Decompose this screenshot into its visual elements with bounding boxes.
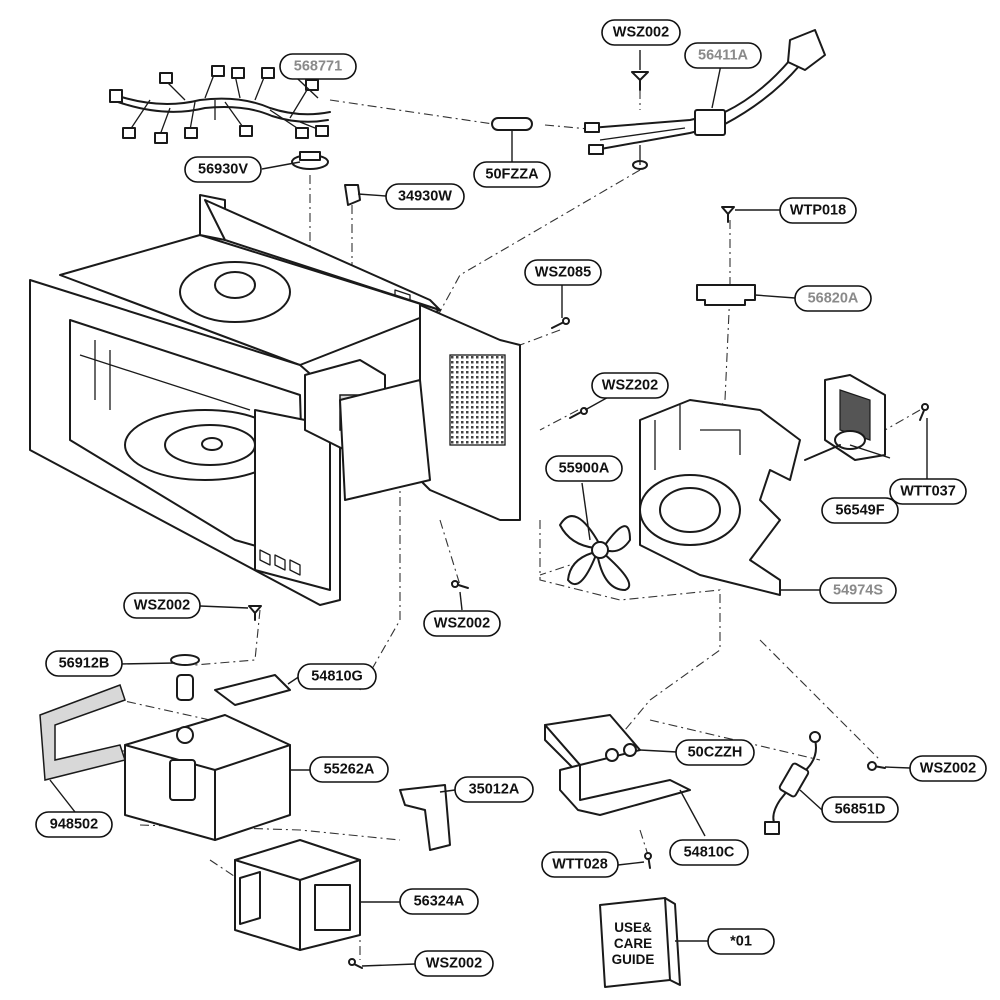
fan-motor (804, 374, 886, 461)
oven-cavity (29, 194, 521, 606)
svg-text:54810C: 54810C (684, 845, 735, 861)
svg-text:WTP018: WTP018 (790, 203, 846, 219)
svg-text:WSZ002: WSZ002 (434, 616, 490, 632)
label-568771: 568771 (279, 53, 357, 80)
svg-text:WTT028: WTT028 (552, 857, 608, 873)
svg-text:50FZZA: 50FZZA (485, 167, 539, 183)
bracket-small (344, 184, 361, 206)
label-54810G: 54810G (297, 663, 377, 690)
capacitor-bracket (559, 764, 691, 816)
label-35012A: 35012A (454, 776, 534, 803)
svg-text:GUIDE: GUIDE (612, 952, 655, 967)
capacitor (544, 714, 641, 776)
svg-text:948502: 948502 (50, 817, 98, 833)
label-56820A: 56820A (794, 285, 872, 312)
svg-text:56549F: 56549F (835, 503, 884, 519)
label-56851D: 56851D (821, 796, 899, 823)
label-54810C: 54810C (669, 839, 749, 866)
label-55900A: 55900A (545, 455, 623, 482)
svg-text:WTT037: WTT037 (900, 484, 956, 500)
label-56930V: 56930V (184, 156, 262, 183)
label-wsz002-mid-left: WSZ002 (123, 592, 201, 619)
svg-text:50CZZH: 50CZZH (688, 745, 743, 761)
svg-text:WSZ002: WSZ002 (920, 761, 976, 777)
label-wtt028: WTT028 (541, 851, 619, 878)
svg-text:56912B: 56912B (59, 656, 110, 672)
magnetron (234, 839, 361, 951)
svg-text:54810G: 54810G (311, 669, 363, 685)
diode (764, 731, 821, 835)
use-care-guide: USE& CARE GUIDE (599, 897, 681, 988)
label-manual: *01 (707, 928, 775, 955)
svg-text:WSZ002: WSZ002 (134, 598, 190, 614)
label-wsz002-mid: WSZ002 (423, 610, 501, 637)
fuse (491, 117, 533, 131)
label-wtt037: WTT037 (889, 478, 967, 505)
svg-text:55262A: 55262A (324, 762, 375, 778)
label-50CZZH: 50CZZH (675, 739, 755, 766)
label-wsz202: WSZ202 (591, 372, 669, 399)
svg-text:WSZ002: WSZ002 (426, 956, 482, 972)
label-56324A: 56324A (399, 888, 479, 915)
svg-text:55900A: 55900A (559, 461, 610, 477)
plate-54810G (214, 674, 291, 706)
svg-text:34930W: 34930W (398, 189, 452, 205)
power-cord (584, 29, 826, 170)
svg-text:54974S: 54974S (833, 583, 883, 599)
transformer (124, 714, 291, 841)
svg-text:*01: *01 (730, 934, 752, 950)
leader-lines (49, 50, 928, 967)
svg-text:35012A: 35012A (469, 782, 520, 798)
label-50FZZA: 50FZZA (473, 161, 551, 188)
label-948502: 948502 (35, 811, 113, 838)
svg-text:56324A: 56324A (414, 894, 465, 910)
svg-text:56851D: 56851D (835, 802, 886, 818)
thermostat-lower (170, 654, 200, 701)
wire-harness (109, 65, 331, 144)
label-wsz085: WSZ085 (524, 259, 602, 286)
label-wsz002-top: WSZ002 (601, 19, 681, 46)
label-56549F: 56549F (821, 497, 899, 524)
gasket (39, 684, 126, 781)
fan-blade (559, 515, 631, 591)
label-wsz002-bottom: WSZ002 (414, 950, 494, 977)
svg-text:CARE: CARE (614, 936, 652, 951)
air-guide (639, 399, 801, 596)
svg-text:56930V: 56930V (198, 162, 248, 178)
svg-text:USE&: USE& (614, 920, 652, 935)
svg-text:56820A: 56820A (808, 291, 859, 307)
label-56411A: 56411A (684, 42, 762, 69)
thermostat-top (291, 151, 329, 170)
svg-text:568771: 568771 (294, 59, 342, 75)
bracket-35012A (399, 784, 451, 851)
label-34930W: 34930W (385, 183, 465, 210)
label-55262A: 55262A (309, 756, 389, 783)
label-54974S: 54974S (819, 577, 897, 604)
label-wtp018: WTP018 (779, 197, 857, 224)
svg-text:WSZ202: WSZ202 (602, 378, 658, 394)
svg-text:WSZ002: WSZ002 (613, 25, 669, 41)
bracket-56820A (696, 284, 756, 306)
svg-text:56411A: 56411A (698, 48, 749, 64)
label-56912B: 56912B (45, 650, 123, 677)
label-wsz002-right: WSZ002 (909, 755, 987, 782)
svg-text:WSZ085: WSZ085 (535, 265, 591, 281)
screws (248, 71, 929, 969)
